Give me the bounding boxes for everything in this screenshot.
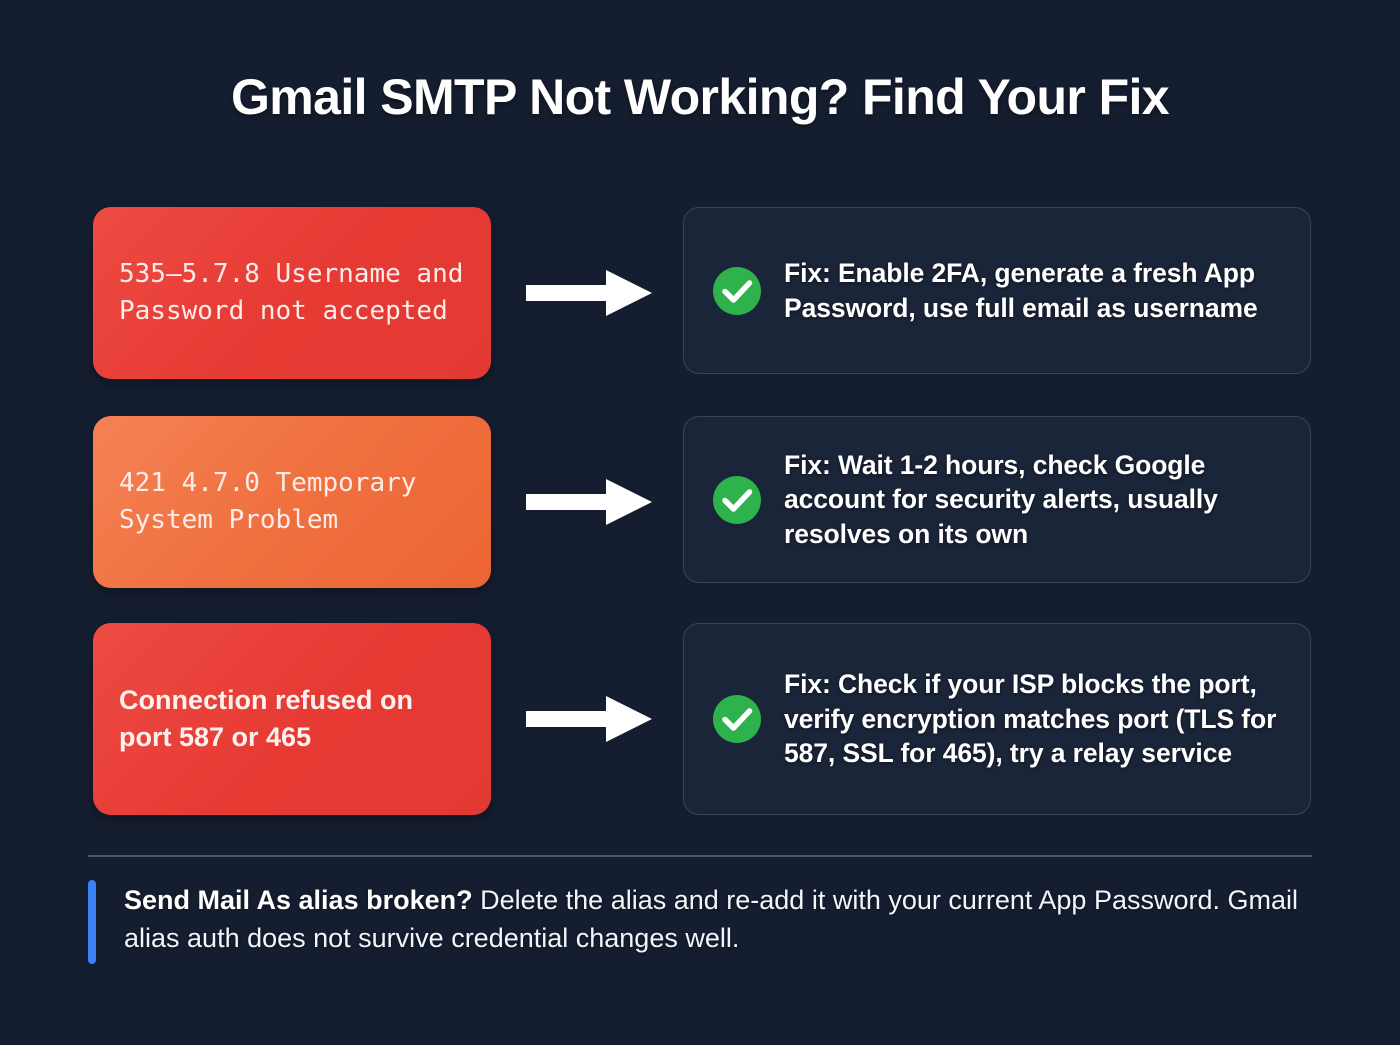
error-card: 421 4.7.0 Temporary System Problem <box>93 416 491 588</box>
error-fix-rows: 535–5.7.8 Username and Password not acce… <box>0 207 1400 815</box>
error-message: Connection refused on port 587 or 465 <box>119 684 414 752</box>
error-message: 421 4.7.0 Temporary System Problem <box>119 468 417 535</box>
fix-card: Fix: Enable 2FA, generate a fresh App Pa… <box>683 207 1311 374</box>
error-card: Connection refused on port 587 or 465 <box>93 623 491 815</box>
check-circle-icon <box>712 266 762 316</box>
footer-note-lead: Send Mail As alias broken? <box>124 885 473 915</box>
section-divider <box>88 855 1312 857</box>
error-fix-row: 535–5.7.8 Username and Password not acce… <box>0 207 1400 379</box>
check-circle-icon <box>712 694 762 744</box>
fix-message: Fix: Enable 2FA, generate a fresh App Pa… <box>784 258 1258 323</box>
error-fix-row: 421 4.7.0 Temporary System Problem Fix: … <box>0 416 1400 588</box>
page-title: Gmail SMTP Not Working? Find Your Fix <box>230 69 1170 125</box>
footer-accent-bar <box>88 880 96 964</box>
right-arrow-icon <box>524 693 654 745</box>
error-message: 535–5.7.8 Username and Password not acce… <box>119 259 464 326</box>
footer-note-text: Send Mail As alias broken? Delete the al… <box>124 880 1318 964</box>
fix-card: Fix: Wait 1-2 hours, check Google accoun… <box>683 416 1311 583</box>
footer-note: Send Mail As alias broken? Delete the al… <box>88 880 1318 964</box>
fix-card: Fix: Check if your ISP blocks the port, … <box>683 623 1311 815</box>
error-card: 535–5.7.8 Username and Password not acce… <box>93 207 491 379</box>
footer-note-body: Delete the alias and re-add it with your… <box>124 885 1299 953</box>
right-arrow-icon <box>524 267 654 319</box>
fix-message: Fix: Wait 1-2 hours, check Google accoun… <box>784 449 1218 549</box>
fix-message: Fix: Check if your ISP blocks the port, … <box>784 669 1277 769</box>
check-circle-icon <box>712 475 762 525</box>
error-fix-row: Connection refused on port 587 or 465 Fi… <box>0 623 1400 815</box>
right-arrow-icon <box>524 476 654 528</box>
